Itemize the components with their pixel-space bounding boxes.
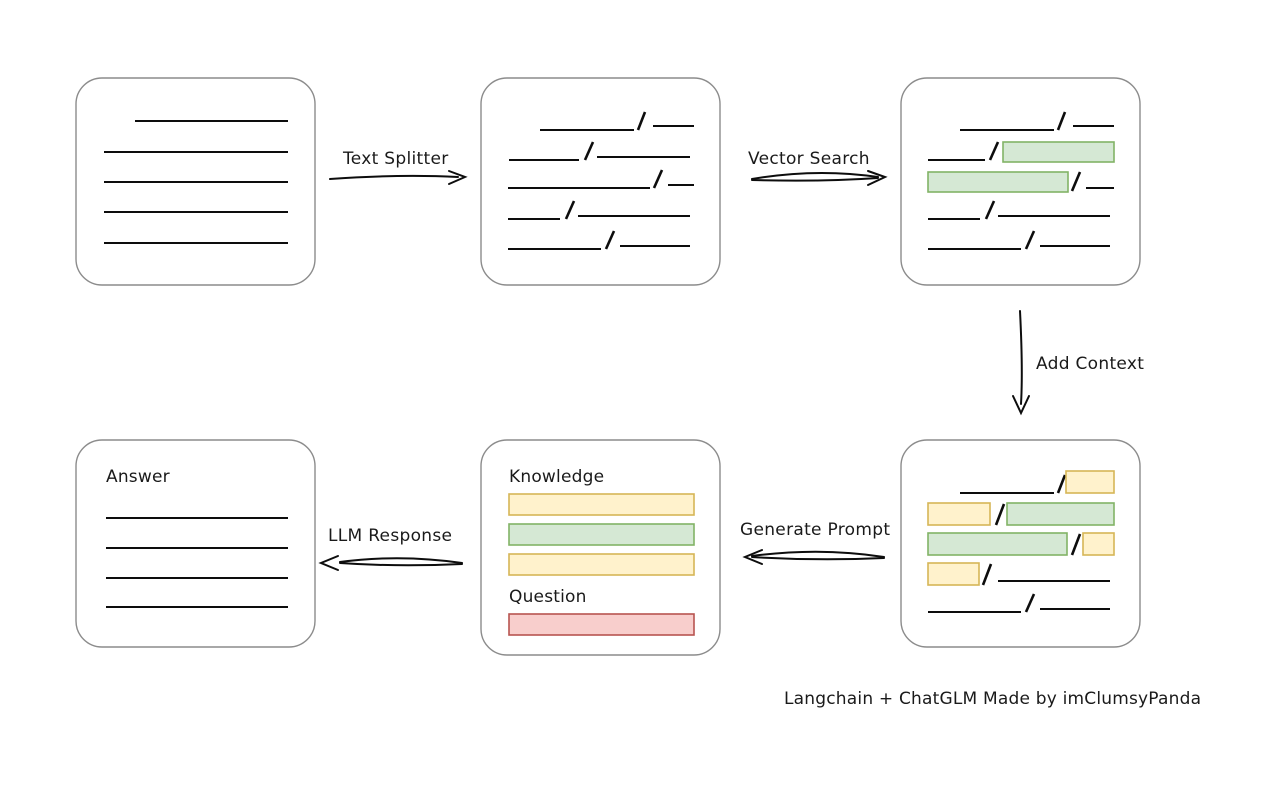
vector-search-arrow-shaft-bottom bbox=[751, 177, 879, 182]
ctx-slash-2 bbox=[994, 503, 1006, 526]
llm-response-arrow-shaft-bottom bbox=[339, 562, 463, 567]
match-highlight-green-1[interactable] bbox=[1002, 141, 1115, 163]
ctx-slash-4 bbox=[981, 563, 993, 586]
match-highlight-green-2[interactable] bbox=[927, 171, 1069, 193]
match-slash-1 bbox=[1056, 111, 1067, 131]
vector-search-arrow-shaft-top bbox=[751, 171, 879, 180]
chunk-slash-1 bbox=[636, 111, 647, 131]
knowledge-bar-2[interactable] bbox=[508, 523, 695, 546]
arrow-label-text-splitter: Text Splitter bbox=[342, 149, 449, 169]
node-answer[interactable]: Answer bbox=[75, 439, 316, 648]
llm-response-arrow-head bbox=[318, 555, 339, 571]
answer-card[interactable] bbox=[75, 439, 316, 648]
knowledge-heading: Knowledge bbox=[509, 467, 604, 487]
node-prompt[interactable]: Knowledge Question bbox=[480, 439, 721, 656]
llm-response-arrow-shaft-top bbox=[339, 557, 463, 564]
node-matched-chunks[interactable] bbox=[900, 77, 1141, 286]
knowledge-bar-1[interactable] bbox=[508, 493, 695, 516]
arrow-generate-prompt: Generate Prompt bbox=[740, 520, 890, 565]
add-context-arrow-head bbox=[1012, 395, 1030, 416]
node-split-chunks[interactable] bbox=[480, 77, 721, 286]
question-bar-1[interactable] bbox=[508, 613, 695, 636]
ctx-highlight-yellow-3[interactable] bbox=[1082, 532, 1115, 556]
ctx-slash-1 bbox=[1056, 474, 1067, 494]
chunk-slash-5 bbox=[604, 230, 616, 250]
knowledge-bar-3[interactable] bbox=[508, 553, 695, 576]
arrow-vector-search: Vector Search bbox=[748, 149, 888, 186]
generate-prompt-arrow-shaft-bottom bbox=[751, 556, 885, 561]
ctx-slash-3 bbox=[1070, 533, 1082, 556]
ctx-highlight-yellow-2[interactable] bbox=[927, 502, 991, 526]
match-slash-5 bbox=[1024, 230, 1036, 250]
ctx-highlight-yellow-1[interactable] bbox=[1065, 470, 1115, 494]
match-slash-2 bbox=[988, 141, 1000, 161]
chunk-slash-3 bbox=[652, 169, 664, 189]
arrow-text-splitter: Text Splitter bbox=[329, 149, 468, 185]
chunk-slash-2 bbox=[583, 141, 595, 161]
node-context-chunks[interactable] bbox=[900, 439, 1141, 648]
ctx-highlight-green-2[interactable] bbox=[927, 532, 1068, 556]
text-splitter-arrow-shaft bbox=[329, 174, 459, 180]
arrow-add-context: Add Context bbox=[1012, 310, 1144, 416]
ctx-highlight-green-1[interactable] bbox=[1006, 502, 1115, 526]
arrow-label-llm-response: LLM Response bbox=[328, 526, 452, 546]
split-chunks-card[interactable] bbox=[480, 77, 721, 286]
match-slash-3 bbox=[1070, 171, 1082, 192]
arrow-label-add-context: Add Context bbox=[1036, 354, 1144, 374]
generate-prompt-arrow-head bbox=[742, 549, 763, 565]
chunk-slash-4 bbox=[564, 200, 576, 220]
question-heading: Question bbox=[509, 587, 587, 607]
answer-heading: Answer bbox=[106, 467, 170, 487]
generate-prompt-arrow-shaft-top bbox=[751, 550, 885, 558]
arrow-label-vector-search: Vector Search bbox=[748, 149, 870, 169]
arrow-label-generate-prompt: Generate Prompt bbox=[740, 520, 890, 540]
text-splitter-arrow-head bbox=[448, 170, 468, 185]
diagram-caption: Langchain + ChatGLM Made by imClumsyPand… bbox=[784, 689, 1201, 709]
arrow-llm-response: LLM Response bbox=[318, 526, 463, 571]
add-context-arrow-shaft bbox=[1019, 310, 1023, 405]
match-slash-4 bbox=[984, 200, 996, 220]
ctx-slash-5 bbox=[1024, 593, 1036, 613]
node-source-document[interactable] bbox=[75, 77, 316, 286]
ctx-highlight-yellow-4[interactable] bbox=[927, 562, 980, 586]
vector-search-arrow-head bbox=[867, 170, 888, 186]
